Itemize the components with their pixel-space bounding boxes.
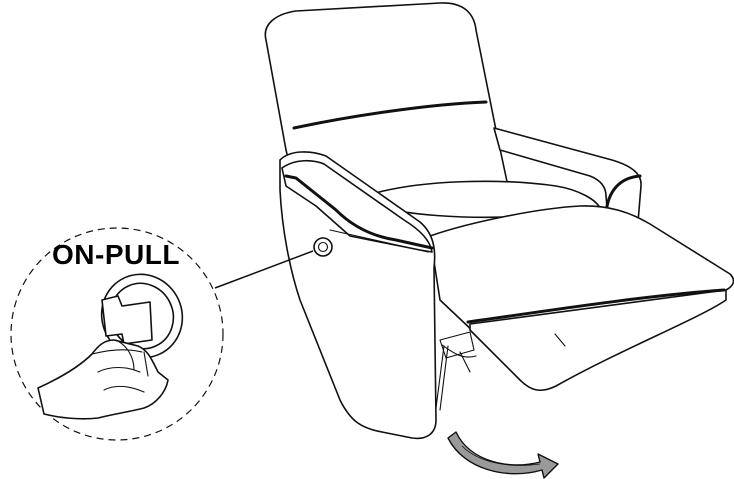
footrest [430,206,733,410]
pull-handle[interactable] [314,238,332,256]
motion-arrow [448,432,558,478]
callout-label: ON-PULL [52,241,180,269]
